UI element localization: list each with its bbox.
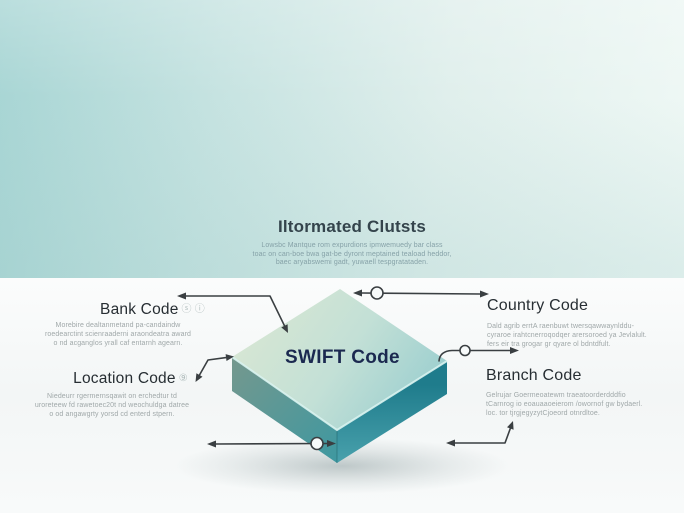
connector-bottom-left bbox=[215, 442, 328, 445]
location-code-title-text: Location Code bbox=[73, 370, 176, 387]
page-subtitle: Lowsbc Mantque rom expurdions ipmwemuedy… bbox=[212, 242, 492, 268]
page-subtitle-line: toac on can-boe bwa gat-be dyront meptai… bbox=[252, 250, 452, 258]
location-code-desc-line: Niedeurr rgermernsqawit on erchedtur td bbox=[47, 393, 177, 400]
box-left-face bbox=[232, 357, 337, 463]
bank-code-desc: Morebire dealtanmetand pa-candaindw roed… bbox=[28, 321, 208, 348]
arrow-location-down bbox=[195, 373, 203, 382]
arrow-location-box bbox=[225, 354, 234, 361]
arrow-bottom-right-up bbox=[507, 421, 514, 430]
branch-code-desc-line: tCarnrog io eoauaaoeierom /owornof gw by… bbox=[486, 401, 643, 408]
connector-right-mid bbox=[438, 349, 511, 362]
country-code-desc-line: Dald agrib errtA raenbuwt twersqawwaynld… bbox=[487, 323, 635, 330]
swift-code-label: SWIFT Code bbox=[285, 347, 400, 368]
branch-code-desc-line: Gelrujar Goermeoatewm traeatoorderdddfio bbox=[486, 392, 626, 399]
bank-code-title-text: Bank Code bbox=[100, 301, 179, 318]
location-code-desc-line: o od angawgrty yorsd cd enterd stpern. bbox=[49, 411, 175, 418]
circled-i-icon: ⓘ bbox=[194, 304, 205, 315]
swift-box bbox=[231, 289, 448, 463]
arrow-country-right bbox=[480, 290, 489, 298]
arrow-right-mid bbox=[510, 347, 519, 354]
arrow-bottom-left-out bbox=[207, 440, 216, 448]
connector-bank bbox=[185, 295, 286, 327]
box-right-face bbox=[337, 361, 447, 463]
country-code-title: Country Code bbox=[487, 297, 589, 314]
branch-code-title: Branch Code bbox=[486, 367, 582, 384]
country-code-desc-line: fers eir tra grogar gr qyare ol bdntdful… bbox=[487, 341, 611, 348]
connector-nodes bbox=[310, 286, 471, 451]
bank-code-desc-line: o nd acganglos yrall caf entarnh agearn. bbox=[53, 340, 183, 347]
page-subtitle-line: Lowsbc Mantque rom expurdions ipmwemuedy… bbox=[261, 242, 443, 249]
node-right-mid bbox=[459, 344, 471, 357]
node-country bbox=[370, 286, 384, 300]
arrow-bank-left bbox=[177, 292, 186, 300]
bank-code-desc-line: roedearctint scienraaderni araondeatra a… bbox=[44, 331, 192, 338]
background-teal-band bbox=[0, 0, 684, 278]
country-code-desc: Dald agrib errtA raenbuwt twersqawwaynld… bbox=[487, 322, 647, 349]
box-shadow bbox=[174, 438, 510, 494]
location-code-desc: Niedeurr rgermernsqawit on erchedtur td … bbox=[22, 392, 202, 419]
country-code-desc-line: cyraroe irahtcnerroqodqer arersoroed ya … bbox=[487, 332, 647, 339]
circled-9-icon: ⑨ bbox=[178, 373, 188, 384]
connector-location bbox=[198, 356, 227, 376]
connector-bottom-right bbox=[454, 427, 512, 444]
arrow-bottom-right-box bbox=[446, 439, 455, 447]
branch-code-desc: Gelrujar Goermeoatewm traeatoorderdddfio… bbox=[486, 391, 646, 418]
arrow-bottom-left-box bbox=[327, 440, 336, 447]
node-bottom-left bbox=[310, 436, 324, 451]
box-edge-highlight bbox=[231, 356, 448, 432]
arrow-bank-box bbox=[281, 324, 288, 333]
arrow-country-left bbox=[353, 289, 362, 297]
connector-arrowheads bbox=[177, 289, 519, 448]
page-subtitle-line: baec aryabswemi gadt, yuwaell tespgratat… bbox=[275, 259, 429, 266]
branch-code-desc-line: loc. tor tjrgjegyzytCjoeord otnrdltoe. bbox=[486, 410, 600, 417]
location-code-desc-line: uroreteew fd rawetoec20t nd weochuldga d… bbox=[34, 402, 190, 409]
box-top-face bbox=[232, 289, 447, 430]
bank-code-desc-line: Morebire dealtanmetand pa-candaindw bbox=[55, 322, 181, 329]
page-title: Iltormated Clutsts bbox=[277, 217, 427, 236]
circled-s-icon: ⓢ bbox=[181, 304, 192, 315]
